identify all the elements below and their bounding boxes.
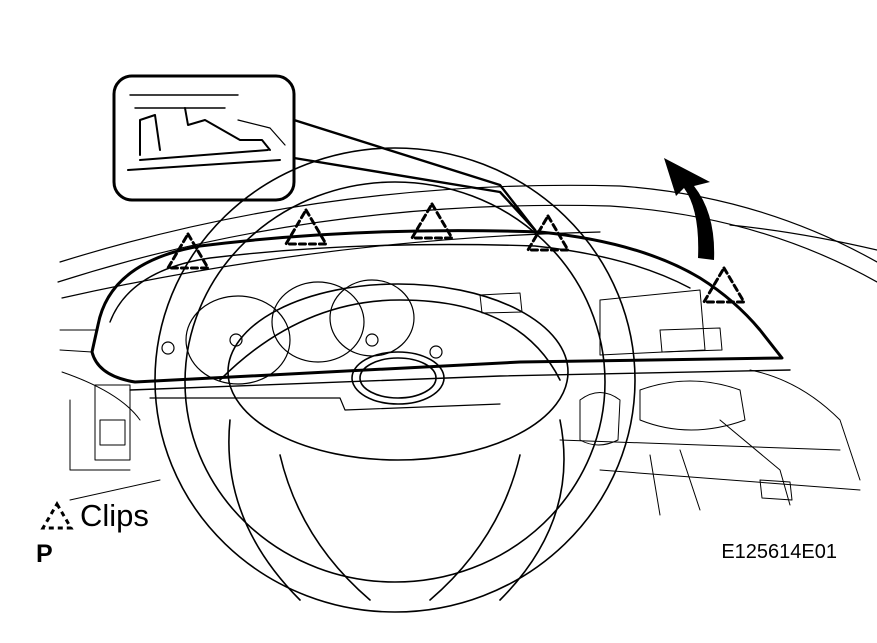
clip-detail-callout <box>112 74 537 232</box>
windshield-outline <box>57 184 877 299</box>
clip-markers <box>166 202 746 304</box>
clip-marker <box>410 202 454 240</box>
instrument-panel-upper <box>90 229 791 411</box>
legend-label: Clips <box>80 498 149 533</box>
lower-dash-details <box>59 289 861 516</box>
dashed-triangle-clip-icon <box>40 501 74 530</box>
steering-wheel <box>154 147 636 613</box>
clip-marker <box>702 266 746 304</box>
view-letter: P <box>36 540 53 568</box>
clips-legend: Clips <box>40 496 149 536</box>
clip-marker <box>166 232 210 270</box>
clip-marker <box>526 214 570 252</box>
lift-up-arrow-icon <box>664 158 715 260</box>
figure-code: E125614E01 <box>721 541 837 563</box>
clip-marker <box>284 208 328 246</box>
